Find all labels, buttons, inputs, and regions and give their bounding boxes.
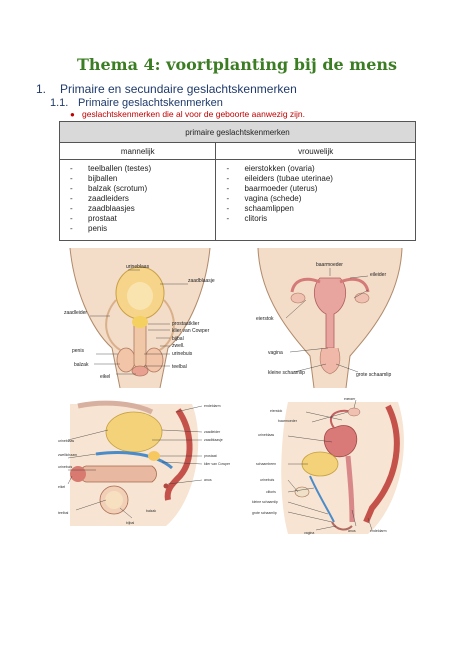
fig4-label-schaambeen: schaambeen xyxy=(256,462,276,466)
fig3-label-bijbal: bijbal xyxy=(126,521,134,525)
male-list: -teelballen (testes) -bijballen -balzak … xyxy=(58,159,217,241)
fig3-label-balzak: balzak xyxy=(146,509,156,513)
fig3-label-teelbal: teelbal xyxy=(58,511,69,515)
female-front-anatomy-figure: baarmoeder eileider eierstok vagina klei… xyxy=(250,248,410,388)
fig3-label-anus: anus xyxy=(204,478,212,482)
list-item: -bijballen xyxy=(70,174,118,183)
fig2-label-eierstok: eierstok xyxy=(256,316,274,322)
male-front-anatomy-figure: urineblaas zaadblaasje zaadleider prosta… xyxy=(60,248,220,388)
section-label: Primaire geslachtskenmerken xyxy=(78,97,223,109)
fig4-label-clitoris: clitoris xyxy=(266,490,276,494)
fig3-label-endeldarm: endeldarm xyxy=(204,404,221,408)
column-header-male: mannelijk xyxy=(58,142,217,160)
fig2-label-vagina: vagina xyxy=(268,350,283,356)
section-heading-1: 1. Primaire en secundaire geslachtskenmer… xyxy=(36,82,297,96)
fig4-label-kleine-schaamlip: kleine schaamlip xyxy=(252,500,278,504)
fig4-label-anus: anus xyxy=(348,529,356,533)
bullet-dot-icon: ● xyxy=(70,110,75,119)
list-item: -zaadblaasjes xyxy=(70,204,135,213)
fig4-label-eierstok: eierstok xyxy=(270,409,283,413)
fig4-label-vagina: vagina xyxy=(304,531,314,535)
fig3-label-zwellichaam: zwellichaam xyxy=(58,453,77,457)
section-heading-1-1: 1.1. Primaire geslachtskenmerken xyxy=(50,97,223,109)
fig3-label-zaadblaasje: zaadblaasje xyxy=(204,438,223,442)
fig4-label-grote-schaamlip: grote schaamlip xyxy=(252,511,277,515)
fig4-label-eileider: eileider xyxy=(344,398,356,401)
list-item: -schaamlippen xyxy=(226,204,294,213)
list-item: -baarmoeder (uterus) xyxy=(226,184,318,193)
column-header-female: vrouwelijk xyxy=(215,142,416,160)
fig2-label-kleine-schaamlip: kleine schaamlip xyxy=(268,370,305,376)
list-item: -zaadleiders xyxy=(70,194,129,203)
fig1-label-bijbal: bijbal xyxy=(172,336,184,342)
section-number: 1.1. xyxy=(50,97,69,109)
fig3-label-prostaat: prostaat xyxy=(204,454,217,458)
fig2-label-baarmoeder: baarmoeder xyxy=(316,262,343,268)
table-header: primaire geslachtskenmerken xyxy=(59,121,416,143)
fig1-label-teelbal: teelbal xyxy=(172,364,187,370)
list-item: -balzak (scrotum) xyxy=(70,184,148,193)
fig1-label-zaadblaasje: zaadblaasje xyxy=(188,278,215,284)
fig2-label-eileider: eileider xyxy=(370,272,386,278)
fig4-label-baarmoeder-top: baarmoeder xyxy=(278,419,298,423)
traits-table: primaire geslachtskenmerken mannelijk vr… xyxy=(58,121,416,241)
fig1-label-eikel: eikel xyxy=(100,374,110,380)
fig1-label-zaadleider: zaadleider xyxy=(64,310,87,316)
list-item: -teelballen (testes) xyxy=(70,164,152,173)
definition-bullet: ● geslachtskenmerken die al voor de geboo… xyxy=(70,109,305,119)
bullet-text: geslachtskenmerken die al voor de geboor… xyxy=(82,109,306,119)
list-item: -vagina (schede) xyxy=(226,194,302,203)
fig1-label-balzak: balzak xyxy=(74,362,89,368)
list-item: -eileiders (tubae uterinae) xyxy=(226,174,333,183)
fig3-label-klier-cowper: klier van Cowper xyxy=(204,462,231,466)
page-title: Thema 4: voortplanting bij de mens xyxy=(76,55,398,74)
fig2-label-grote-schaamlip: grote schaamlip xyxy=(356,372,392,378)
female-side-anatomy-figure: eileider eierstok baarmoeder urineblaas … xyxy=(248,398,418,538)
male-side-anatomy-figure: endeldarm zaadleider zaadblaasje prostaa… xyxy=(56,400,234,530)
list-item: -prostaat xyxy=(70,214,117,223)
fig3-label-urinebuis: urinebuis xyxy=(58,465,72,469)
fig1-label-penis: penis xyxy=(72,348,84,354)
fig1-label-klier-cowper: klier van Cowper xyxy=(172,328,210,334)
fig1-label-prostaatklier: prostaatklier xyxy=(172,321,200,327)
fig4-label-urinebuis: urinebuis xyxy=(260,478,274,482)
fig1-label-urinebuis: urinebuis xyxy=(172,351,193,357)
fig1-label-urineblaas: urineblaas xyxy=(126,264,150,270)
fig3-label-urineblaas: urineblaas xyxy=(58,439,74,443)
female-list: -eierstokken (ovaria) -eileiders (tubae … xyxy=(215,159,416,241)
list-item: -penis xyxy=(70,224,108,233)
list-item: -clitoris xyxy=(226,214,268,223)
fig3-label-zaadleider: zaadleider xyxy=(204,430,221,434)
fig3-label-eikel: eikel xyxy=(58,485,65,489)
section-number: 1. xyxy=(36,82,47,96)
section-label: Primaire en secundaire geslachtskenmerke… xyxy=(60,82,297,96)
fig4-label-urineblaas: urineblaas xyxy=(258,433,274,437)
list-item: -eierstokken (ovaria) xyxy=(226,164,315,173)
fig4-label-endeldarm: endeldarm xyxy=(370,529,387,533)
fig1-label-zwellichaam: zwell. xyxy=(172,343,185,349)
